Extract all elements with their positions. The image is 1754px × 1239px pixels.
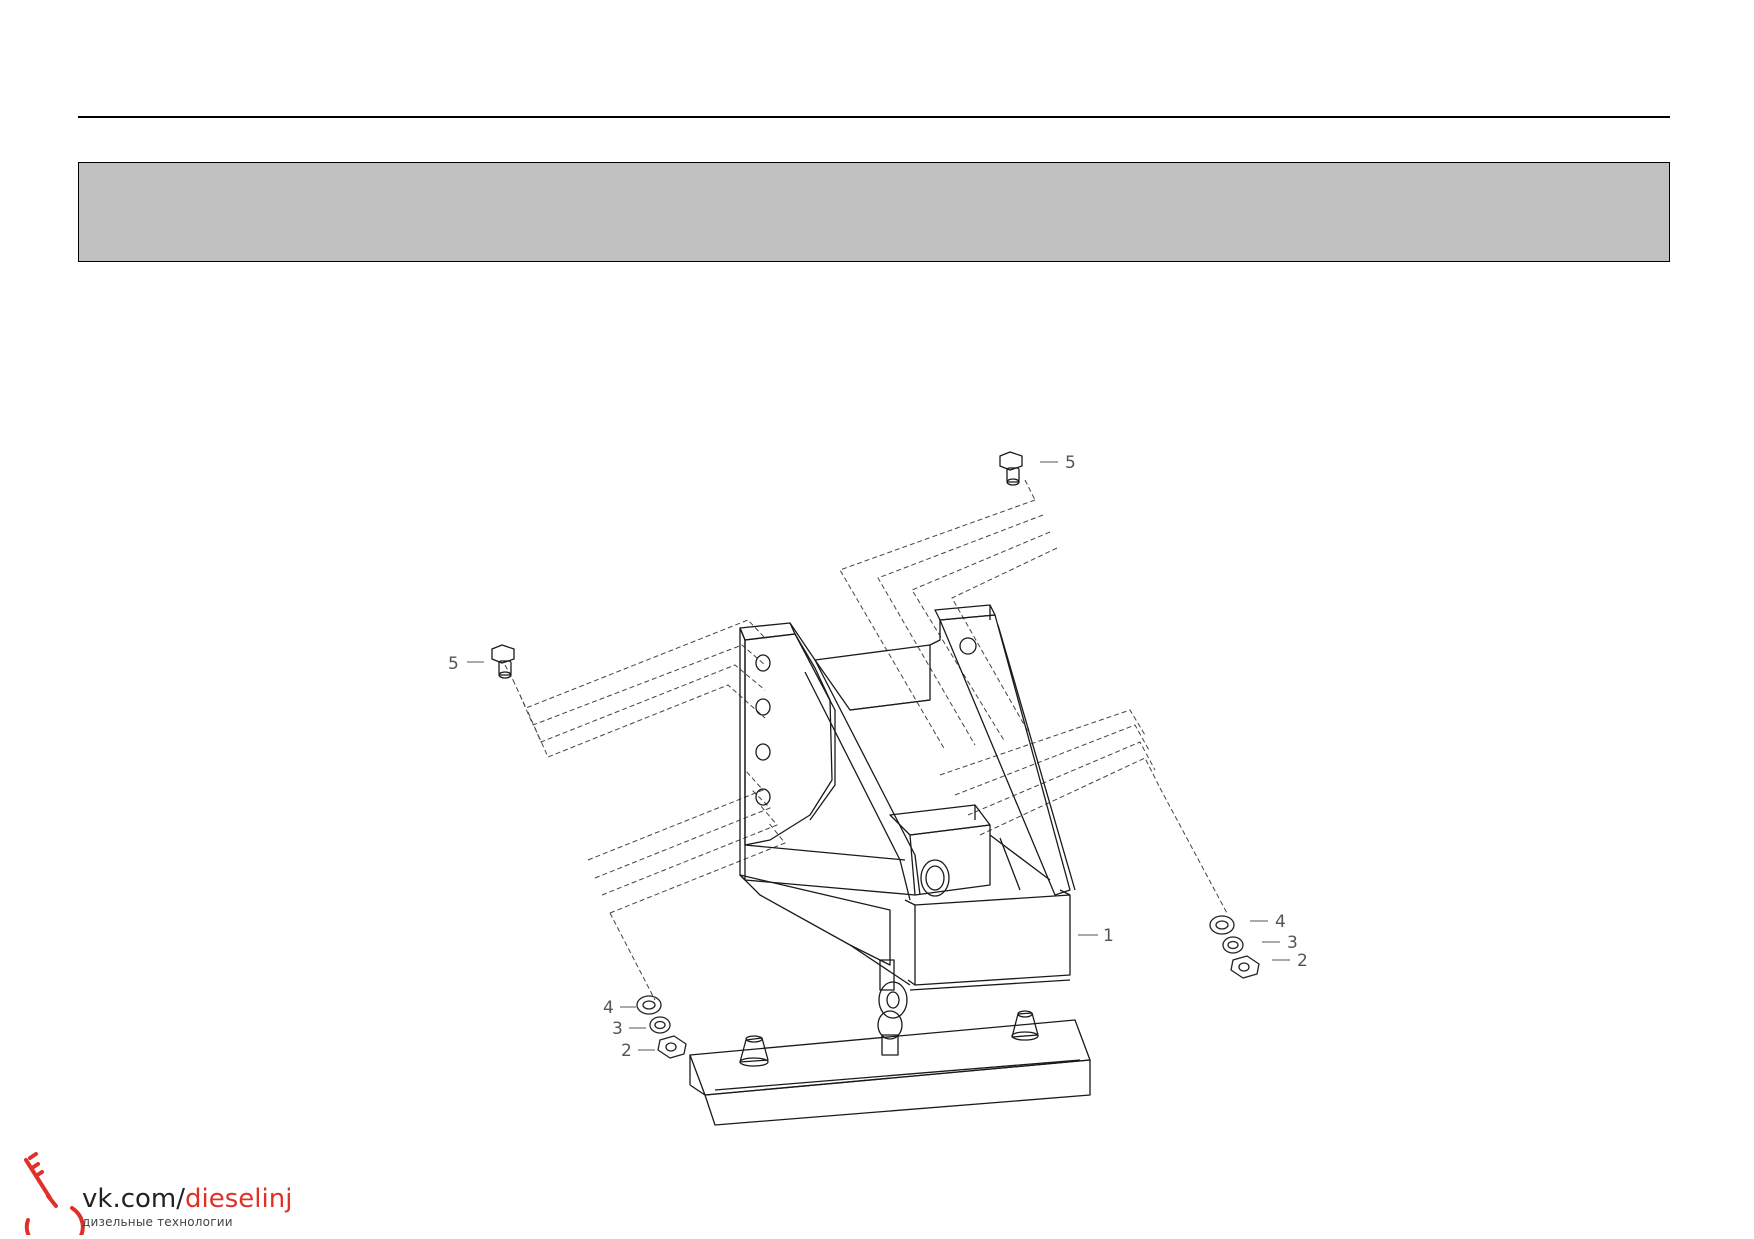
callout-2-right: 2 [1297, 951, 1308, 971]
right-washer-4 [1209, 915, 1235, 935]
left-bolt-centerlines [504, 619, 786, 1001]
callout-3-left: 3 [612, 1019, 623, 1039]
callout-4-left: 4 [603, 998, 614, 1018]
bore [920, 859, 950, 897]
bolt-hole [755, 788, 771, 806]
injector-nozzle-icon [24, 1152, 85, 1235]
callout-2-left: 2 [621, 1041, 632, 1061]
watermark-domain-name: dieselinj [185, 1184, 293, 1214]
title-banner [78, 162, 1670, 262]
bolt-hole [755, 698, 771, 716]
watermark-logo [24, 1152, 85, 1235]
watermark-domain: vk.com/dieselinj [82, 1186, 292, 1212]
callout-4-right: 4 [1275, 912, 1286, 932]
bolt-hole [959, 637, 977, 655]
header-rule [78, 116, 1670, 118]
watermark-subtitle: дизельные технологии [82, 1215, 233, 1229]
right-lockwasher-3 [1222, 936, 1244, 954]
right-nut-2 [1230, 955, 1260, 979]
bolt-left [491, 644, 515, 679]
callout-1: 1 [1103, 926, 1114, 946]
bolt-hole [755, 654, 771, 672]
callout-5-top: 5 [1065, 453, 1076, 473]
watermark-domain-prefix: vk.com/ [82, 1184, 185, 1214]
left-lockwasher-3 [649, 1016, 671, 1034]
lower-channel [689, 1010, 1091, 1126]
callout-leaders [467, 461, 1290, 1051]
bolt-top [999, 451, 1023, 486]
callout-5-left: 5 [448, 654, 459, 674]
main-bracket [739, 604, 1076, 1056]
left-nut-2 [657, 1035, 687, 1059]
callout-3-right: 3 [1287, 933, 1298, 953]
bolt-hole [755, 743, 771, 761]
left-washer-4 [636, 995, 662, 1015]
right-bolt-centerlines [839, 479, 1229, 916]
locating-pin-left [739, 1037, 769, 1063]
